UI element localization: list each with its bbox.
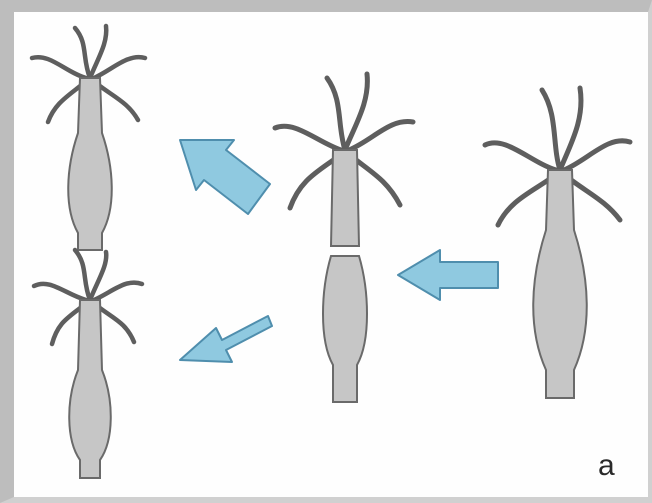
parent-hydra [485,88,630,398]
panel-label: a [598,449,615,483]
dividing-hydra [275,74,413,402]
daughter-hydra-top [32,26,145,250]
arrow-to-top-daughter [180,140,270,214]
arrow-to-dividing [398,250,498,300]
arrow-to-bottom-daughter [180,316,272,362]
daughter-hydra-bottom [34,250,142,478]
